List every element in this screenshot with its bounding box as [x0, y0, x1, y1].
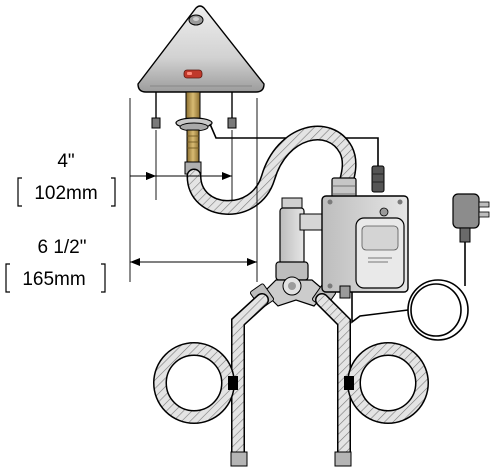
upper-dimension-metric: 102mm	[34, 183, 97, 204]
lower-dimension-metric: 165mm	[22, 269, 85, 290]
upper-dimension-metric-bracket	[17, 177, 116, 207]
sensor-cable-connector	[371, 165, 385, 193]
faucet-shank	[175, 91, 213, 175]
power-adapter-icon	[452, 193, 490, 243]
faucet-spout	[137, 5, 265, 93]
upper-dimension-imperial: 4"	[57, 151, 74, 172]
mixing-valve	[275, 177, 357, 281]
lower-dimension-imperial: 6 1/2"	[37, 237, 86, 258]
lower-dimension-metric-bracket	[5, 263, 106, 293]
control-module	[321, 195, 409, 299]
dimension-extension-lines	[129, 98, 258, 282]
left-supply-hose	[153, 293, 269, 467]
outlet-hose	[186, 125, 357, 215]
power-cord	[351, 242, 469, 341]
lower-dimension-arrow	[130, 258, 257, 266]
upper-dimension-arrow	[130, 172, 232, 180]
sensor-window-icon	[183, 69, 203, 79]
right-supply-hose	[315, 293, 429, 467]
mounting-studs	[151, 92, 237, 129]
